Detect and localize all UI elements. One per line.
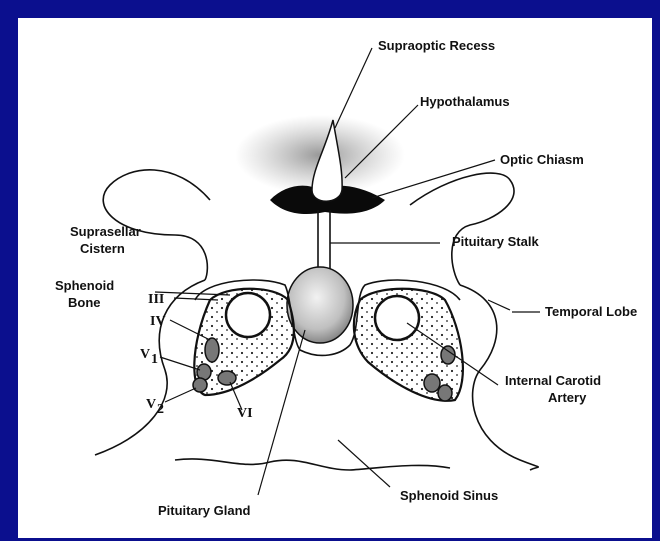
label-nerve-V2-subscript: 2 (157, 402, 164, 417)
label-sphenoid-bone-line1: Sphenoid (55, 278, 114, 293)
label-suprasellar-line2: Cistern (80, 241, 125, 256)
nerve-V2-left (193, 378, 207, 392)
label-temporal-lobe: Temporal Lobe (545, 304, 637, 319)
label-nerve-V1: V (140, 347, 150, 362)
label-nerve-VI: VI (237, 406, 253, 421)
nerve-IV-left (205, 338, 219, 362)
pituitary-gland-shape (287, 267, 353, 343)
nerve-right-1 (441, 346, 455, 364)
label-pituitary-stalk: Pituitary Stalk (452, 234, 539, 249)
left-carotid-artery (226, 293, 270, 337)
label-supraoptic-recess: Supraoptic Recess (378, 38, 495, 53)
label-optic-chiasm: Optic Chiasm (500, 152, 584, 167)
label-suprasellar-line1: Suprasellar (70, 224, 141, 239)
label-pituitary-gland: Pituitary Gland (158, 503, 251, 518)
nerve-right-2 (424, 374, 440, 392)
label-nerve-IV: IV (150, 314, 166, 329)
label-nerve-III: III (148, 292, 164, 307)
label-sphenoid-sinus: Sphenoid Sinus (400, 488, 498, 503)
label-nerve-V1-subscript: 1 (151, 352, 158, 367)
label-internal-carotid-line1: Internal Carotid (505, 373, 601, 388)
label-sphenoid-bone-line2: Bone (68, 295, 101, 310)
right-carotid-artery (375, 296, 419, 340)
leader-lines (155, 48, 540, 495)
label-nerve-V2: V (146, 397, 156, 412)
sphenoid-sinus-floor (175, 459, 450, 470)
nerve-right-3 (438, 385, 452, 401)
nerve-VI-left (218, 371, 236, 385)
label-hypothalamus: Hypothalamus (420, 94, 510, 109)
label-internal-carotid-line2: Artery (548, 390, 587, 405)
pituitary-stalk-shape (318, 210, 330, 270)
